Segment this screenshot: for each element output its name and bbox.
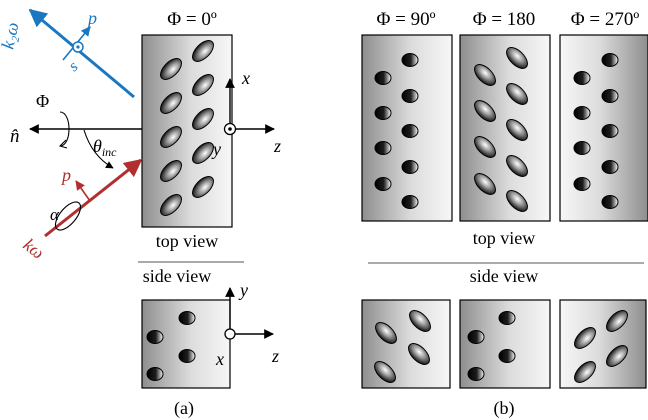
side-particle: [498, 349, 516, 363]
nanostructure: [160, 160, 182, 182]
side-particle: [178, 349, 196, 363]
nanostructure: [192, 40, 214, 62]
sample-side-view-phi90: [361, 299, 451, 389]
side-particle: [146, 330, 164, 344]
x-axis-label: x: [241, 68, 250, 88]
nanostructure: [601, 53, 619, 67]
nanostructure: [506, 83, 528, 105]
nanostructure: [573, 106, 591, 120]
nanostructure: [160, 92, 182, 114]
side-view-particles-phi0: [146, 311, 196, 381]
side-y-axis-label: y: [238, 280, 248, 300]
nanostructure: [401, 195, 419, 209]
nanostructure: [506, 190, 528, 212]
phi-rotation-label: Φ: [36, 91, 49, 111]
phi-90-label: Φ = 90º: [377, 9, 436, 30]
side-particle: [467, 367, 485, 381]
phi-rotation-arrow: [59, 111, 70, 147]
phi-270-label: Φ = 270º: [571, 9, 640, 30]
blue-p-label: p: [86, 8, 97, 28]
k-2omega-label: k₂ω: [0, 20, 23, 51]
side-particle: [146, 367, 164, 381]
nanostructure: [474, 136, 496, 158]
nanostructure: [506, 119, 528, 141]
nanostructure: [160, 58, 182, 80]
side-view-label-b: side view: [470, 266, 538, 286]
nanostructure: [573, 141, 591, 155]
nanostructure: [474, 100, 496, 122]
side-particle: [574, 327, 596, 349]
blue-s-label: s: [66, 58, 82, 75]
nanostructure: [192, 108, 214, 130]
nanostructure: [401, 89, 419, 103]
side-particle: [409, 310, 431, 332]
side-particle: [498, 311, 516, 325]
side-view-label-a: side view: [143, 266, 211, 286]
nanostructure: [192, 142, 214, 164]
normal-vector-label: n̂: [10, 126, 20, 147]
side-x-axis-label: x: [215, 349, 224, 369]
z-axis-label: z: [273, 136, 281, 156]
panel-a-caption: (a): [174, 398, 194, 419]
side-particle: [467, 330, 485, 344]
nanostructure: [374, 71, 392, 85]
nanostructure: [401, 160, 419, 174]
side-particle: [606, 310, 628, 332]
panel-b-caption: (b): [494, 398, 515, 419]
side-particle: [374, 361, 396, 383]
red-p-polarization-arrow: [75, 180, 91, 202]
nanostructure: [601, 160, 619, 174]
nanostructure: [573, 177, 591, 191]
nanostructure: [474, 64, 496, 86]
nanostructure: [474, 173, 496, 195]
k-omega-label: kω: [20, 234, 49, 263]
sample-top-view-phi180: [459, 34, 551, 222]
alpha-label: α: [50, 205, 60, 224]
nanostructure: [401, 124, 419, 138]
nanostructure-arrays-panel-b: [374, 47, 619, 212]
nanostructure: [401, 53, 419, 67]
nanostructure: [601, 195, 619, 209]
theta-inc-label: θinc: [93, 136, 117, 159]
side-x-axis-into-plane: [224, 328, 236, 340]
sample-side-view-phi270: [559, 299, 647, 389]
side-particle: [574, 361, 596, 383]
incident-beam-k-omega: [44, 158, 143, 238]
side-particle: [408, 343, 430, 365]
sample-top-view-phi0: [141, 34, 233, 228]
nanostructure: [160, 194, 182, 216]
side-particle: [375, 322, 397, 344]
top-view-label-a: top view: [156, 231, 219, 251]
nanostructure: [374, 106, 392, 120]
side-particle: [606, 345, 628, 367]
nanostructure: [160, 126, 182, 148]
nanostructure: [506, 155, 528, 177]
phi-180-label: Φ = 180: [473, 9, 536, 30]
nanostructure: [192, 176, 214, 198]
red-p-label: p: [60, 165, 71, 185]
y-axis-label: y: [211, 139, 221, 159]
side-view-particles-panel-b: [374, 310, 628, 383]
nanostructure: [601, 89, 619, 103]
alpha-rotation-loop: [54, 201, 82, 231]
shg-beam-k-2omega: [28, 8, 135, 99]
nanostructure: [374, 141, 392, 155]
nanostructure-array-phi0: [160, 40, 214, 216]
theta-inc-arc: [83, 129, 114, 169]
nanostructure: [506, 47, 528, 69]
phi-0-label: Φ = 0º: [167, 9, 217, 30]
nanostructure: [374, 177, 392, 191]
side-z-axis-label: z: [271, 346, 279, 366]
top-view-label-b: top view: [473, 228, 536, 248]
nanostructure: [601, 124, 619, 138]
nanostructure: [573, 71, 591, 85]
side-particle: [178, 311, 196, 325]
nanostructure: [192, 74, 214, 96]
